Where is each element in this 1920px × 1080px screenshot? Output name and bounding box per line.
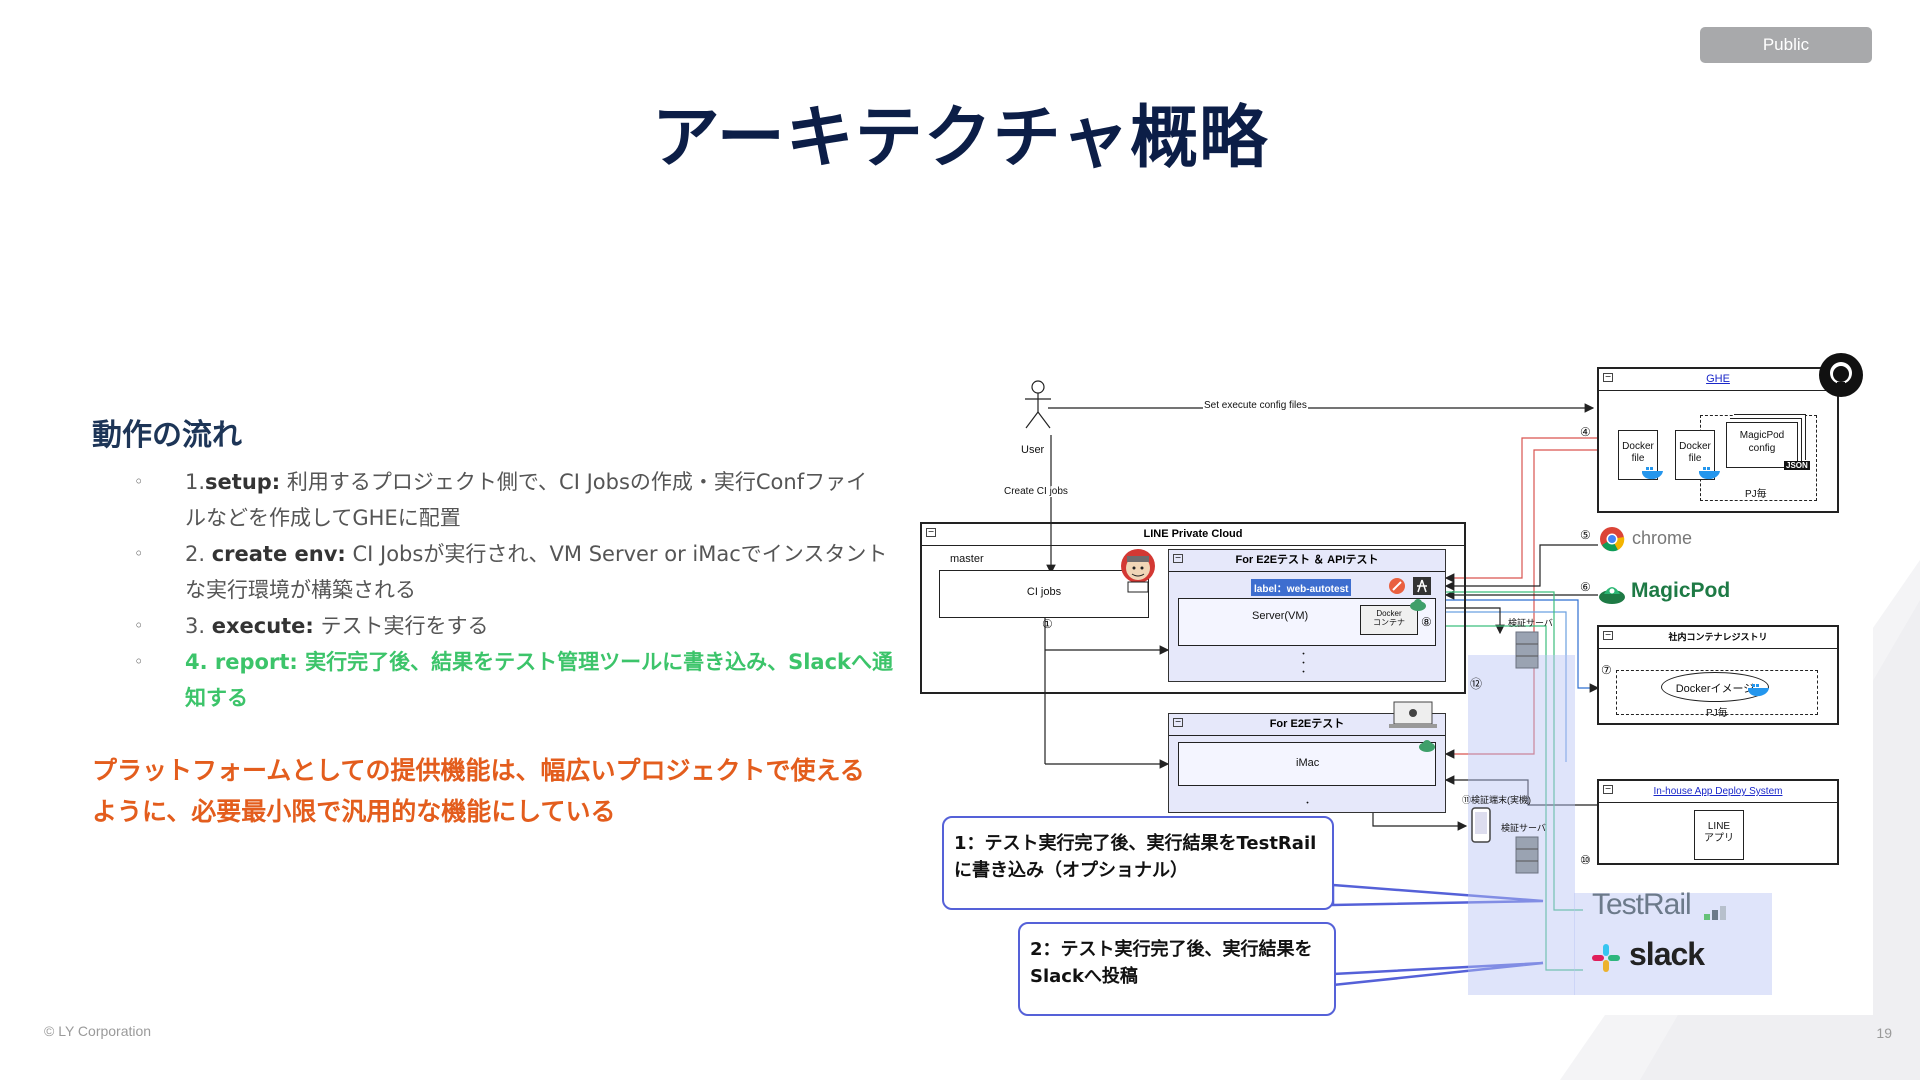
step-setup: ◦ 1.setup: 利用するプロジェクト側で、CI Jobsの作成・実行Con… — [92, 464, 902, 536]
step-key: setup: — [205, 470, 280, 494]
step-key: create env: — [212, 542, 346, 566]
highlight-text: プラットフォームとしての提供機能は、幅広いプロジェクトで使える ように、必要最小… — [92, 750, 902, 832]
dots: ・ ・ ・ — [1299, 650, 1308, 677]
server-icon — [1514, 630, 1540, 670]
user-label: User — [1021, 444, 1044, 456]
line-app-file: LINE アプリ — [1694, 810, 1744, 860]
step-num-7: ⑦ — [1601, 663, 1612, 677]
slack-icon — [1590, 942, 1622, 974]
e2e-api-title: For E2Eテスト ＆ APIテスト — [1169, 550, 1445, 572]
testrail-bars-icon — [1703, 902, 1729, 922]
user-icon — [1022, 380, 1054, 432]
create-jobs-label: Create CI jobs — [1004, 486, 1068, 497]
bullet-icon: ◦ — [134, 608, 143, 644]
set-config-label: Set execute config files — [1203, 400, 1308, 411]
selenium-appium-icons — [1388, 576, 1432, 596]
bullet-icon: ◦ — [134, 536, 143, 572]
step-execute: ◦ 3. execute: テスト実行をする — [92, 608, 902, 644]
verify-server-2-label: 検証サーバ — [1501, 821, 1546, 834]
deploy-system-link[interactable]: In-house App Deploy System — [1599, 781, 1837, 803]
verify-device-label: ⑪検証端末(実機) — [1462, 793, 1531, 806]
bullet-icon: ◦ — [134, 464, 143, 500]
per-pj-label: PJ毎 — [1745, 485, 1767, 500]
step-num-1: ① — [1042, 617, 1053, 631]
chrome-label: chrome — [1632, 528, 1692, 549]
step-num-6: ⑥ — [1580, 580, 1591, 594]
step-num-12: ⑫ — [1470, 675, 1482, 692]
jenkins-icon — [1118, 546, 1158, 594]
server-icon-2 — [1514, 835, 1540, 875]
phone-icon — [1470, 807, 1492, 843]
dot: ・ — [1303, 796, 1312, 809]
step-num-10: ⑩ — [1580, 853, 1591, 867]
docker-whale-icon — [1640, 465, 1664, 481]
step-create-env: ◦ 2. create env: CI Jobsが実行され、VM Server … — [92, 536, 902, 608]
step-key: report: — [215, 650, 298, 674]
testrail-logo: TestRail — [1592, 888, 1691, 922]
page-number: 19 — [1876, 1025, 1892, 1041]
verify-server-label: 検証サーバ — [1508, 616, 1553, 629]
step-report: ◦ 4. report: 実行完了後、結果をテスト管理ツールに書き込み、Slac… — [92, 644, 902, 716]
json-tag: JSON — [1784, 461, 1810, 470]
step-key: execute: — [212, 614, 314, 638]
step-num-8: ⑧ — [1421, 615, 1432, 629]
callout-slack: 2：テスト実行完了後、実行結果を Slackへ投稿 — [1018, 922, 1336, 1016]
copyright: © LY Corporation — [44, 1023, 151, 1039]
bullet-icon: ◦ — [134, 644, 143, 680]
label-tag: label：web-autotest — [1251, 579, 1351, 596]
magicpod-icon — [1598, 580, 1626, 606]
callout-testrail: 1：テスト実行完了後、実行結果をTestRail に書き込み（オプショナル） — [942, 816, 1334, 910]
docker-whale-icon-2 — [1697, 465, 1721, 481]
magicpod-label: MagicPod — [1631, 579, 1730, 603]
master-label: master — [950, 553, 984, 565]
step-num-4: ④ — [1580, 425, 1591, 439]
cloud-icon-2 — [1418, 739, 1436, 753]
registry-title: 社内コンテナレジストリ — [1599, 627, 1837, 649]
per-pj-label-2: PJ毎 — [1706, 704, 1728, 719]
docker-whale-icon-3 — [1746, 682, 1770, 698]
slack-logo: slack — [1629, 936, 1704, 973]
left-content: 動作の流れ ◦ 1.setup: 利用するプロジェクト側で、CI Jobsの作成… — [92, 410, 902, 832]
mac-icon — [1388, 700, 1438, 730]
github-icon — [1818, 352, 1864, 398]
private-cloud-title: LINE Private Cloud — [922, 524, 1464, 546]
chrome-icon — [1599, 526, 1625, 552]
cloud-icon — [1409, 598, 1427, 612]
public-badge: Public — [1700, 27, 1872, 63]
ghe-link[interactable]: GHE — [1599, 369, 1837, 391]
step-list: ◦ 1.setup: 利用するプロジェクト側で、CI Jobsの作成・実行Con… — [92, 464, 902, 716]
imac-box: iMac — [1178, 742, 1436, 786]
step-num-5: ⑤ — [1580, 528, 1591, 542]
slide-title: アーキテクチャ概略 — [0, 82, 1920, 181]
architecture-diagram: User Set execute config files Create CI … — [918, 350, 1873, 1015]
section-heading: 動作の流れ — [92, 410, 902, 454]
